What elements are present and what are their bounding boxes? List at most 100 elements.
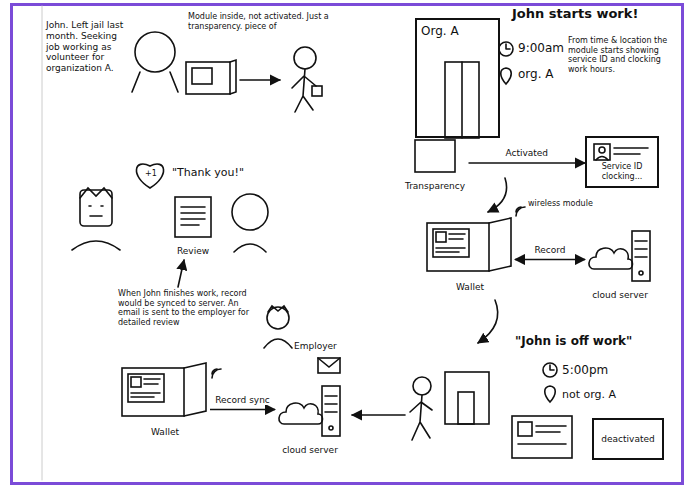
node-text: Review	[177, 246, 209, 257]
john-figure	[135, 32, 175, 72]
employer-figure	[268, 306, 288, 312]
cloud-graphic	[329, 426, 333, 430]
wireless-waves	[212, 369, 221, 378]
module-card-sketch	[186, 60, 236, 94]
wireless-waves	[516, 207, 525, 216]
doc-graphic	[171, 195, 215, 239]
john-figure	[232, 194, 268, 252]
note-text: "Thank you!"	[172, 166, 244, 179]
small-building	[458, 392, 474, 424]
walking-figure	[413, 377, 431, 395]
employer-face	[72, 241, 120, 250]
clock-icon	[506, 44, 510, 49]
cloud-graphic	[635, 241, 647, 257]
john-figure	[232, 194, 268, 230]
note-text: +1	[145, 169, 157, 179]
id-graphic	[599, 147, 605, 153]
node-text: Service ID clocking...	[591, 162, 653, 181]
cloud-graphic	[639, 271, 643, 275]
employer-figure	[264, 306, 292, 348]
node-text: Org. A	[421, 24, 494, 38]
email-envelope	[318, 358, 340, 373]
pin-icon	[545, 386, 556, 402]
deactivated-card: deactivated	[592, 418, 664, 460]
flow-arrow	[352, 414, 405, 416]
edge-label: Record sync	[213, 395, 272, 406]
id-card-sketch	[512, 416, 572, 458]
module-card-sketch	[192, 68, 212, 84]
card-graphic	[415, 140, 455, 172]
building-door	[445, 62, 479, 138]
clock-icon	[543, 363, 557, 377]
id-graphic	[594, 144, 610, 160]
flow-arrow	[240, 79, 280, 81]
note-text: Employer	[294, 341, 337, 352]
connector-arrow	[469, 162, 586, 164]
cloud-graphic	[589, 231, 650, 281]
connector-arrow	[210, 409, 275, 411]
cloud-graphic	[322, 386, 340, 436]
wallet-graphic	[425, 215, 515, 275]
wireless-waves	[212, 369, 221, 378]
cloud-graphic	[632, 231, 650, 281]
node-text: Wallet	[151, 427, 179, 438]
walking-figure	[410, 395, 432, 440]
wallet-graphic	[433, 229, 469, 257]
note-text: "John is off work"	[515, 334, 632, 348]
employer-face	[72, 188, 120, 250]
cloud-server: cloud server	[275, 380, 345, 457]
node-text: deactivated	[601, 434, 654, 445]
card-graphic	[415, 140, 455, 172]
wallet-module: Wallet	[120, 360, 210, 439]
email-envelope	[318, 358, 340, 373]
email-envelope	[318, 358, 340, 367]
clock-icon	[499, 42, 513, 56]
note-text: org. A	[518, 67, 554, 81]
node-text: cloud server	[592, 290, 648, 301]
building-door	[445, 62, 479, 138]
pin-icon	[501, 68, 512, 84]
john-figure	[132, 72, 178, 92]
edge-label: Record	[532, 245, 567, 256]
john-figure	[132, 32, 178, 92]
employer-face	[89, 206, 103, 216]
walking-figure	[410, 377, 432, 440]
transparency-card: Transparency	[402, 138, 469, 193]
wallet-module: Wallet	[425, 215, 515, 294]
note-text: When John finishes work, record would be…	[118, 289, 258, 327]
small-building	[445, 372, 489, 424]
wallet-graphic	[128, 374, 164, 402]
john-figure	[234, 244, 266, 252]
walking-figure	[294, 47, 316, 69]
cloud-server: cloud server	[585, 225, 655, 302]
cloud-graphic	[586, 225, 654, 283]
id-card-sketch	[512, 416, 572, 458]
employer-figure	[264, 339, 292, 348]
sketch-lines	[42, 6, 572, 480]
wallet-graphic	[436, 232, 446, 242]
wallet-graphic	[184, 363, 206, 416]
module-card-sketch	[230, 60, 236, 94]
id-card-sketch	[518, 426, 566, 444]
flow-arrow	[488, 178, 507, 212]
wallet-graphic	[489, 218, 511, 271]
walking-figure	[312, 86, 322, 96]
card-graphic	[413, 138, 457, 174]
node-text: Transparency	[405, 181, 465, 192]
cloud-graphic	[276, 380, 344, 438]
wallet-graphic	[427, 218, 511, 271]
flow-arrow	[478, 300, 498, 343]
pin-icon	[501, 68, 512, 84]
id-graphic	[594, 144, 648, 160]
module-card-sketch	[186, 62, 230, 94]
note-text: John. Left jail last month. Seeking job …	[46, 20, 128, 74]
building-box: Org. A	[415, 18, 500, 138]
small-building	[445, 372, 489, 424]
clock-icon	[550, 365, 554, 370]
flow-arrow	[178, 260, 184, 287]
wallet-graphic	[427, 223, 489, 271]
clock-icon	[543, 363, 557, 377]
pin-icon	[545, 386, 556, 402]
review-document: Review	[170, 195, 216, 258]
cloud-graphic	[279, 403, 323, 424]
